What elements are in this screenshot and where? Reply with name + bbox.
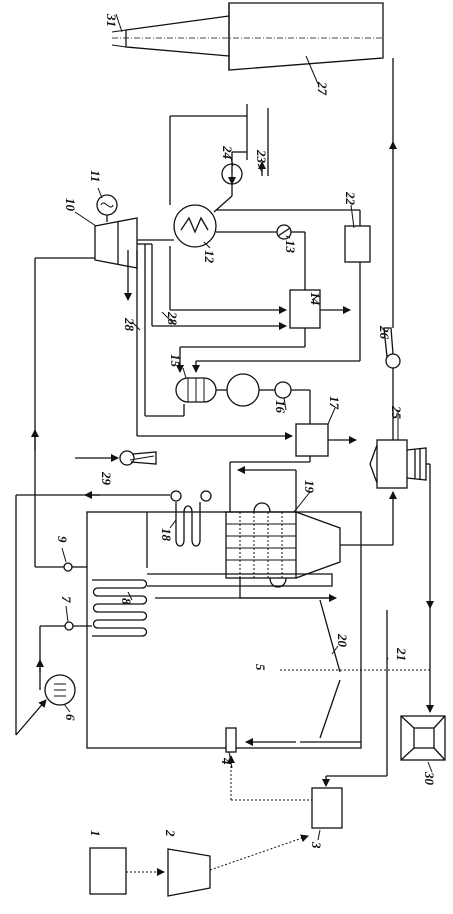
label-2: 2 (163, 829, 178, 837)
callout-labels: 31 27 11 10 24 23 22 13 12 14 28 28 26 1… (55, 13, 437, 849)
heater-17 (229, 423, 357, 512)
label-3: 3 (309, 841, 324, 849)
label-15: 15 (168, 354, 183, 368)
label-29: 29 (99, 471, 114, 486)
label-14: 14 (308, 292, 323, 306)
label-31: 31 (104, 13, 119, 27)
dust-collector (369, 404, 434, 609)
label-21: 21 (394, 647, 409, 661)
label-1: 1 (88, 830, 103, 837)
coal-handling (89, 787, 343, 897)
label-17: 17 (327, 396, 342, 410)
forced-draft-fan (75, 450, 157, 466)
heater-14 (169, 246, 351, 373)
label-20: 20 (335, 633, 350, 648)
label-18: 18 (159, 528, 174, 542)
label-5: 5 (253, 664, 268, 671)
label-13: 13 (283, 240, 298, 254)
chimney (111, 2, 384, 71)
ash-box (400, 608, 446, 761)
extraction-lines (124, 243, 293, 440)
superheater-coils (92, 579, 148, 637)
label-28b: 28 (122, 317, 137, 332)
label-28a: 28 (165, 311, 180, 326)
deaerator (175, 373, 311, 424)
steam-drum (44, 562, 76, 706)
burner (225, 727, 312, 801)
label-25: 25 (389, 405, 404, 420)
air-lines (239, 578, 430, 787)
steam-piping (15, 257, 170, 736)
label-4: 4 (219, 757, 234, 765)
label-12: 12 (202, 250, 217, 264)
label-24: 24 (220, 145, 235, 160)
label-10: 10 (63, 198, 78, 212)
label-22: 22 (343, 191, 358, 206)
furnace (86, 511, 362, 749)
label-9: 9 (55, 536, 70, 543)
label-30: 30 (422, 771, 437, 786)
turbine (94, 194, 138, 269)
box-22 (192, 225, 371, 373)
induced-draft-fan (383, 58, 401, 404)
leader-lines (61, 13, 433, 841)
label-8: 8 (119, 598, 134, 605)
label-23: 23 (254, 149, 269, 164)
label-11: 11 (88, 170, 103, 182)
label-26: 26 (377, 325, 392, 340)
label-19: 19 (302, 480, 317, 494)
label-16: 16 (273, 400, 288, 414)
label-27: 27 (315, 81, 330, 96)
economizer (225, 491, 397, 588)
label-7: 7 (59, 596, 74, 603)
condenser (137, 104, 361, 290)
reheater-coils (170, 490, 212, 547)
label-6: 6 (63, 714, 78, 721)
